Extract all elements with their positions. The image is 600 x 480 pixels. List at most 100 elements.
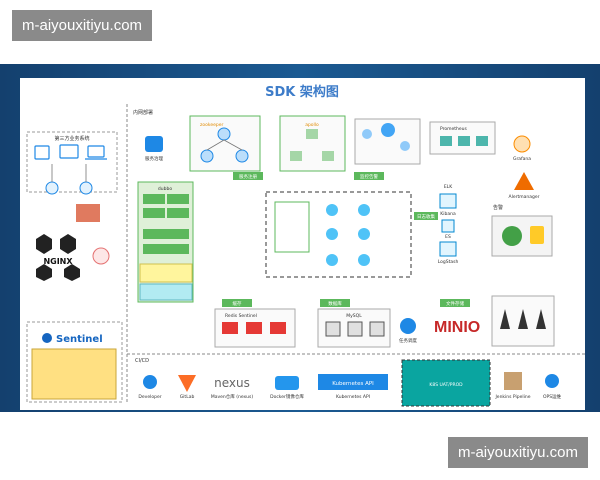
network-icon-a: [45, 181, 59, 195]
intranet-label: 内网部署: [133, 109, 153, 116]
dubbo-yellow-block: [139, 263, 193, 283]
diagram-title: SDK 架构图: [265, 84, 339, 100]
notification-icon: [530, 226, 544, 244]
tablet-icon: [34, 145, 50, 160]
rocket-icon-1: [500, 309, 510, 329]
dubbo-service-1: [143, 194, 165, 204]
tag-file: [440, 299, 470, 307]
gear-icon-5: [326, 254, 338, 266]
tag-config-label: 服务注册: [239, 173, 257, 180]
k8s-api-label: Kubernetes API: [332, 381, 374, 387]
monitor-icon: [59, 144, 79, 159]
redis-label: Redis Sentinel: [225, 313, 257, 319]
tag-log: [414, 212, 438, 220]
zookeeper-node-right: [235, 149, 249, 163]
cicd-step-label: OPS运维: [543, 393, 562, 400]
redis-icon-1: [222, 322, 238, 334]
nginx-logo: NGINX: [30, 232, 86, 281]
redis-icon-3: [270, 322, 286, 334]
gateway-service: [274, 201, 310, 253]
es-label: ES: [445, 234, 451, 240]
logstash-label: LogStash: [438, 259, 459, 265]
clients-label: 第三方业务系统: [54, 135, 89, 142]
grafana-icon: [513, 135, 531, 153]
dubbo-label: dubbo: [158, 186, 172, 192]
tag-db-label: 数据库: [328, 300, 342, 307]
firewall-icon: [76, 204, 100, 222]
apollo-label: apollo: [305, 122, 319, 128]
tag-monitor-label: 监控告警: [360, 173, 378, 180]
device-icons: [34, 144, 107, 160]
rocket-icon-3: [536, 309, 546, 329]
tag-config: [233, 172, 263, 180]
tag-db: [320, 299, 350, 307]
db-icon-3: [369, 321, 385, 337]
apollo-node-left: [290, 151, 302, 161]
cicd-step-label: Developer: [138, 394, 161, 400]
gear-icon-2: [358, 204, 370, 216]
apollo-node-top: [306, 129, 318, 139]
gateway-icon: [92, 247, 110, 265]
prometheus-icon-a: [440, 136, 452, 146]
gear-icon-6: [358, 254, 370, 266]
logstash-icon: [439, 241, 457, 257]
prometheus-icon-c: [476, 136, 488, 146]
cicd-step-label: Jenkins Pipeline: [494, 394, 530, 400]
redis-icon-2: [246, 322, 262, 334]
rocket-icon-2: [518, 309, 528, 329]
dubbo-service-2: [167, 194, 189, 204]
cicd-label: CI/CD: [135, 358, 149, 364]
gear-icon-1: [326, 204, 338, 216]
kibana-icon: [439, 193, 457, 209]
docker-icon: [275, 376, 299, 390]
service-cluster: [265, 191, 412, 278]
prometheus-icon-b: [458, 136, 470, 146]
zookeeper-label: zookeeper: [200, 122, 223, 128]
prometheus-label: Prometheus: [440, 126, 468, 132]
wechat-icon: [502, 226, 522, 246]
apollo-node-right: [322, 151, 334, 161]
watermark-bottom: m-aiyouxitiyu.com: [447, 437, 588, 468]
k8s-api-box: [318, 374, 388, 390]
cicd-step-label: Maven仓库 (nexus): [211, 393, 254, 400]
alertmanager-icon: [514, 172, 534, 190]
gitlab-icon: [178, 375, 196, 392]
dubbo-service-3: [143, 208, 165, 218]
task-icon: [400, 318, 416, 334]
cicd-step-label: Docker镜像仓库: [270, 393, 304, 400]
minio-logo: MINIO: [434, 319, 480, 336]
sentinel-icon: [42, 333, 52, 343]
gear-icon-3: [326, 228, 338, 240]
skywalking-icon-c: [400, 141, 410, 151]
nginx-text: NGINX: [43, 257, 73, 266]
diagram-frame: SDK 架构图 第三方业务系统 NGINX Sentinel: [0, 64, 600, 412]
elk-label: ELK: [444, 184, 453, 190]
tag-log-label: 日志收集: [417, 213, 435, 220]
alertmanager-label: Alertmanager: [509, 194, 540, 200]
db-icon-2: [347, 321, 363, 337]
jenkins-icon: [504, 372, 522, 390]
developer-icon: [143, 375, 157, 389]
tag-cache: [222, 299, 252, 307]
ops-icon: [545, 374, 559, 388]
sentinel-box: [26, 321, 123, 403]
grafana-label: Grafana: [513, 156, 531, 162]
service-governance-label: 服务治理: [145, 155, 163, 162]
kibana-label: Kibana: [440, 211, 456, 217]
dubbo-service-5: [143, 229, 189, 239]
clients-box: [26, 131, 118, 193]
cicd-step-label: Kubernetes API: [336, 394, 370, 400]
sentinel-dashboard: [31, 348, 117, 400]
network-icon-b: [79, 181, 93, 195]
cicd-step-label: GitLab: [180, 394, 195, 400]
watermark-top: m-aiyouxitiyu.com: [12, 10, 153, 41]
task-label: 任务调度: [399, 337, 417, 344]
zookeeper-node-top: [217, 127, 231, 141]
zookeeper-box: [189, 115, 261, 172]
skywalking-icon-b: [381, 123, 395, 137]
tag-file-label: 文件存储: [446, 300, 464, 307]
sentinel-label: Sentinel: [56, 334, 103, 345]
k8s-cluster-box: [401, 359, 491, 407]
cicd-step-label: K8S UAT/PROD: [429, 382, 463, 388]
apollo-box: [279, 115, 346, 172]
